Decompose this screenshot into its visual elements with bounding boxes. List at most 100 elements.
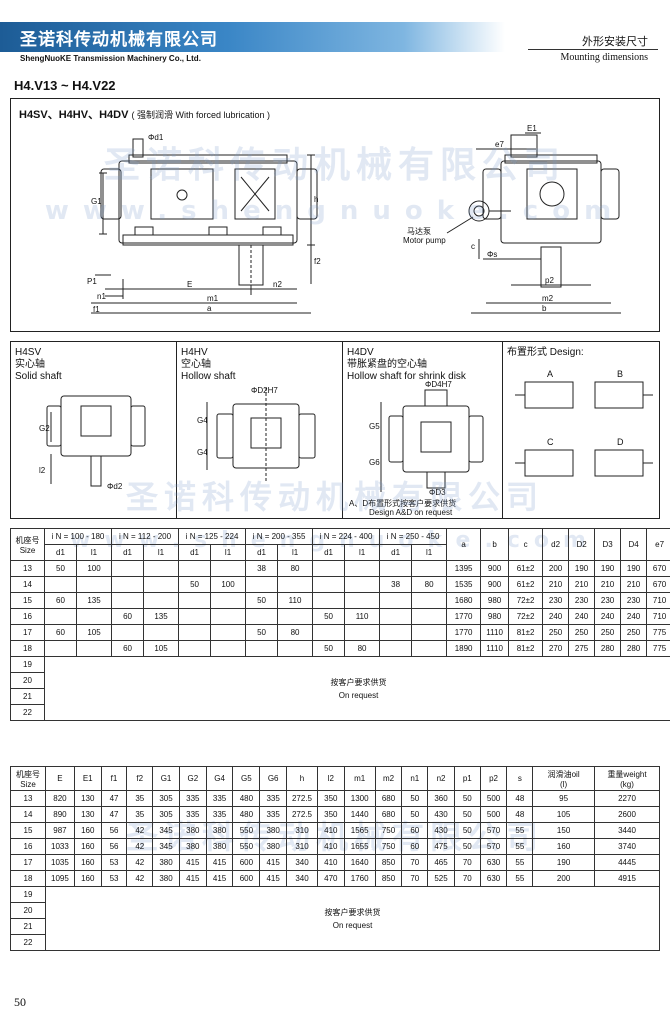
table-cell	[44, 640, 77, 657]
table-cell: 230	[568, 592, 596, 609]
table2-col-l2: l2	[316, 766, 345, 791]
table-cell	[411, 560, 448, 577]
table1-sub-d1-4: d1	[312, 544, 346, 561]
table2-col-m2: m2	[374, 766, 403, 791]
table-cell: 50	[453, 822, 481, 839]
dim-label-b: b	[542, 304, 547, 313]
table-cell: 415	[205, 870, 234, 887]
table-cell: 430	[427, 822, 455, 839]
table-cell	[344, 560, 381, 577]
table-cell: 50	[401, 790, 429, 807]
table-cell: 56	[100, 838, 128, 855]
table-cell: 42	[126, 870, 154, 887]
table-cell: 350	[316, 806, 345, 823]
table-cell: 272.5	[286, 790, 318, 807]
table-cell: 987	[45, 822, 75, 839]
table-cell: 105	[143, 640, 180, 657]
table1-ratio-group-4: i N = 224 - 400	[312, 528, 381, 545]
table-cell: 22	[10, 704, 45, 721]
table-cell: 360	[427, 790, 455, 807]
table-cell: 775	[646, 624, 670, 641]
table1-col-b: b	[480, 528, 510, 561]
table1-sub-d1-1: d1	[111, 544, 145, 561]
table-cell: 335	[259, 806, 288, 823]
table-cell: 240	[620, 608, 648, 625]
table-cell: 570	[479, 822, 508, 839]
table-cell: 210	[568, 576, 596, 593]
table-cell	[312, 592, 346, 609]
shrink-disk-title: H4DV 带胀紧盘的空心轴 Hollow shaft for shrink di…	[347, 347, 466, 383]
table-cell: 42	[126, 822, 154, 839]
table-cell: 310	[286, 822, 318, 839]
table-cell: 50	[245, 592, 279, 609]
dim-label-phi-d1: Φd1	[148, 133, 164, 142]
table-cell	[75, 576, 113, 593]
table-cell: 980	[480, 592, 510, 609]
table-cell: 465	[427, 854, 455, 871]
table-cell: 475	[427, 838, 455, 855]
model-range-title: H4.V13 ~ H4.V22	[14, 78, 116, 93]
table-cell: 22	[9, 934, 47, 951]
table-cell: 340	[286, 870, 318, 887]
table1-sub-l1-1: l1	[143, 544, 180, 561]
table1-col-d2: d2	[542, 528, 570, 561]
table-cell: 415	[178, 854, 207, 871]
design-label-B: B	[617, 369, 624, 379]
table-cell: 160	[73, 838, 102, 855]
shrink-disk-en: Hollow shaft for shrink disk	[347, 371, 466, 382]
solid-shaft-title: H4SV 实心轴 Solid shaft	[15, 347, 62, 383]
page-header: 圣诺科传动机械有限公司 ShengNuoKE Transmission Mach…	[0, 0, 670, 70]
table-cell: 670	[646, 560, 670, 577]
design-note-en: Design A&D on request	[369, 508, 453, 517]
table-cell	[344, 592, 381, 609]
table-cell: 230	[620, 592, 648, 609]
table-cell: 105	[532, 806, 595, 823]
table-cell: 850	[374, 870, 403, 887]
table-cell: 55	[506, 870, 534, 887]
table-cell	[111, 624, 145, 641]
table-cell: 16	[10, 608, 45, 625]
table-cell: 305	[152, 790, 180, 807]
dim-label-a: a	[207, 304, 212, 313]
table-cell: 2270	[594, 790, 660, 807]
table-cell: 335	[178, 806, 207, 823]
table-cell: 630	[479, 854, 508, 871]
table-cell: 1890	[446, 640, 482, 657]
table1-sub-l1-0: l1	[75, 544, 113, 561]
page-number: 50	[14, 995, 26, 1009]
table-cell: 890	[45, 806, 75, 823]
table-cell: 250	[620, 624, 648, 641]
table-cell: 900	[480, 560, 510, 577]
table2-col-m1: m1	[343, 766, 376, 791]
hollow-label-G4-lower: G4	[197, 448, 208, 457]
side-output-shaft	[540, 246, 562, 288]
table-cell	[245, 576, 279, 593]
table-cell: 13	[10, 560, 45, 577]
table-cell: 48	[506, 806, 534, 823]
table-cell: 13	[9, 790, 47, 807]
table-cell: 81±2	[508, 640, 544, 657]
table-cell: 1760	[343, 870, 376, 887]
table-cell: 16	[9, 838, 47, 855]
table-cell: 380	[178, 838, 207, 855]
table-cell: 50	[312, 608, 346, 625]
section-title-en: Mounting dimensions	[560, 52, 648, 63]
table2-col-G1: G1	[152, 766, 180, 791]
table-cell	[178, 560, 212, 577]
dim-label-E: E	[187, 280, 193, 289]
table1-col-a: a	[446, 528, 482, 561]
table-cell: 1095	[45, 870, 75, 887]
table-cell: 750	[374, 838, 403, 855]
table-cell: 61±2	[508, 560, 544, 577]
shrink-disk-cn: 带胀紧盘的空心轴	[347, 359, 427, 370]
hollow-shaft-title: H4HV 空心轴 Hollow shaft	[181, 347, 235, 383]
table-cell: 710	[646, 608, 670, 625]
table-cell: 335	[205, 806, 234, 823]
table1-col-c: c	[508, 528, 544, 561]
table-cell: 210	[594, 576, 622, 593]
table-cell	[210, 640, 247, 657]
table-cell: 380	[259, 822, 288, 839]
